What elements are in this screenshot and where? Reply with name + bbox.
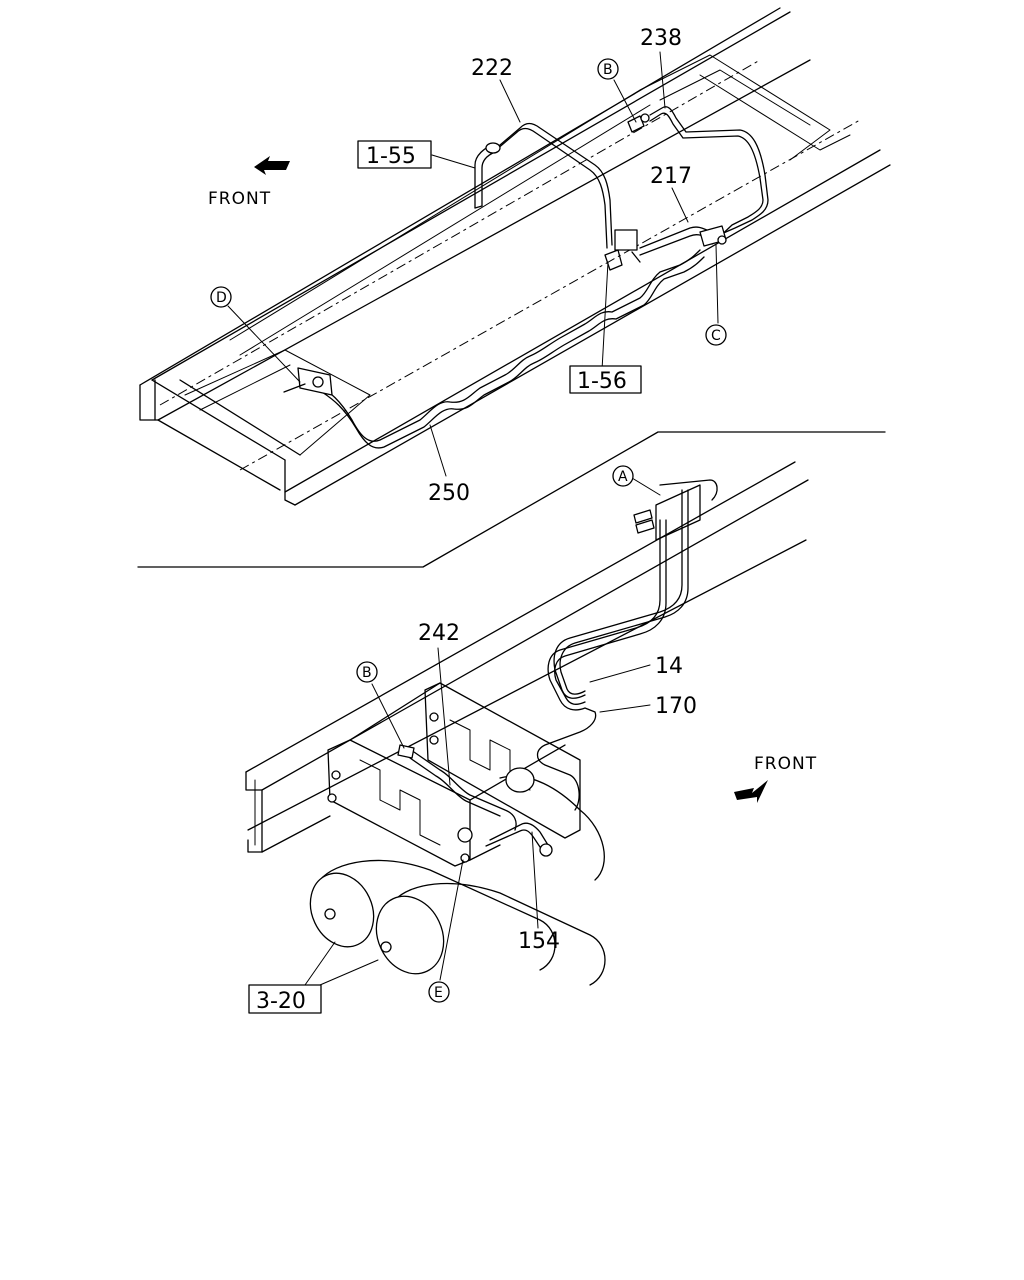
fitting-c	[699, 225, 727, 247]
svg-text:A: A	[618, 469, 628, 485]
front-label-lower: FRONT	[754, 754, 817, 774]
front-arrow-upper	[254, 156, 290, 175]
pipe-170	[536, 519, 667, 811]
callout-154: 154	[518, 929, 560, 954]
fitting-d	[283, 367, 333, 396]
svg-text:B: B	[603, 62, 613, 78]
callout-250: 250	[428, 481, 470, 506]
view-divider	[137, 431, 886, 568]
hose-1-55	[474, 142, 501, 209]
fitting-b-upper	[627, 113, 650, 133]
marker-e: E	[428, 981, 450, 1003]
lower-leaders	[304, 477, 661, 986]
svg-text:D: D	[216, 290, 227, 306]
callout-170: 170	[655, 694, 697, 719]
callout-222: 222	[471, 56, 513, 81]
ref-box-3-20: 3-20	[248, 984, 322, 1014]
svg-text:B: B	[362, 665, 372, 681]
svg-text:1-55: 1-55	[366, 144, 416, 169]
marker-b-lower: B	[356, 661, 378, 683]
tank-bracket	[327, 682, 581, 867]
callout-217: 217	[650, 164, 692, 189]
front-arrow-lower	[734, 780, 768, 803]
pipe-14	[553, 489, 689, 699]
lower-view: FRONT 242 14 170 154 3-20 A B E	[245, 461, 817, 1014]
marker-d: D	[210, 286, 232, 308]
air-tank-2	[375, 882, 606, 986]
valve-a-bracket	[633, 479, 718, 541]
pipe-250	[317, 249, 705, 449]
pipe-238	[649, 106, 769, 245]
front-label-upper: FRONT	[208, 189, 271, 209]
pipe-154	[469, 822, 549, 861]
air-tank-1	[309, 859, 556, 971]
connector-block-upper	[604, 229, 641, 271]
svg-text:1-56: 1-56	[577, 369, 627, 394]
pipe-222	[495, 122, 613, 249]
upper-frame-rail	[139, 7, 891, 506]
fitting-b-lower	[397, 744, 415, 759]
ref-box-1-56: 1-56	[569, 365, 642, 394]
air-tank-3	[499, 767, 605, 881]
callout-242: 242	[418, 621, 460, 646]
marker-a: A	[612, 465, 634, 487]
ref-box-1-55: 1-55	[357, 140, 432, 169]
upper-view: FRONT 238 222 217 250 1-55 1-56 B C D	[139, 7, 891, 506]
marker-b-upper: B	[597, 58, 619, 80]
marker-c: C	[705, 324, 727, 346]
svg-text:E: E	[434, 985, 443, 1001]
upper-leaders	[227, 51, 719, 477]
clip-154	[539, 843, 553, 857]
svg-text:3-20: 3-20	[256, 989, 306, 1014]
callout-14: 14	[655, 654, 683, 679]
pipe-242	[409, 751, 517, 831]
svg-text:C: C	[711, 328, 721, 344]
callout-238: 238	[640, 26, 682, 51]
